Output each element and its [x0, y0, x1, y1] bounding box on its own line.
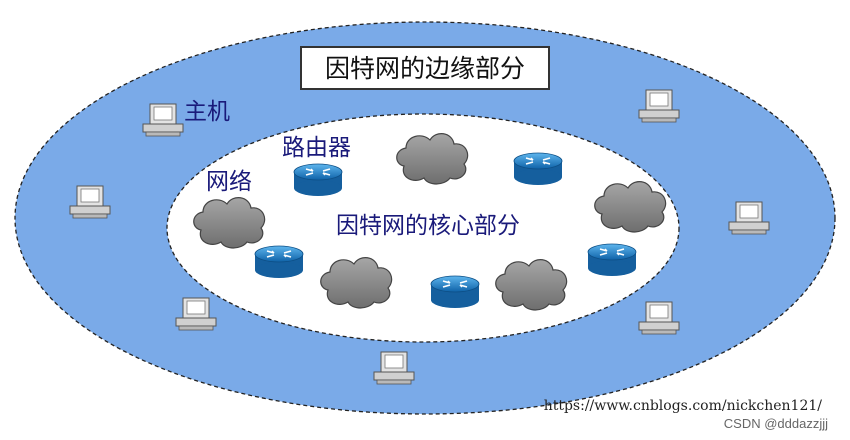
router-label: 路由器: [282, 135, 351, 161]
source-url-watermark: https://www.cnblogs.com/nickchen121/: [543, 398, 822, 414]
host-label: 主机: [184, 99, 230, 125]
router-icon: [587, 243, 637, 277]
router-icon: [430, 275, 480, 309]
core-region-label: 因特网的核心部分: [336, 213, 520, 239]
router-icon: [293, 163, 343, 197]
router-icon: [254, 245, 304, 279]
csdn-watermark: CSDN @dddazzjjj: [723, 416, 828, 431]
router-icon: [513, 152, 563, 186]
network-label: 网络: [206, 169, 252, 195]
edge-region-title: 因特网的边缘部分: [300, 46, 550, 90]
